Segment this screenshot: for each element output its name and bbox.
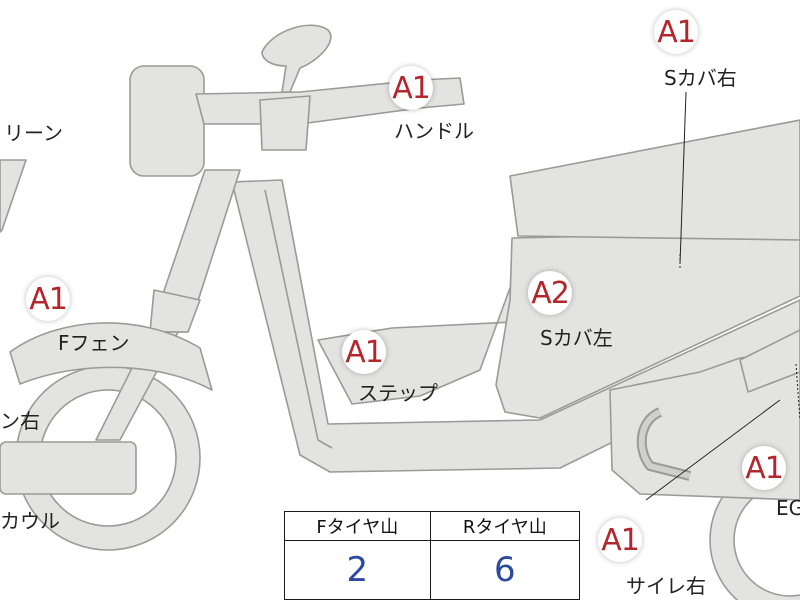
label-side-right: サイレ右 <box>626 574 706 598</box>
front-tire-header: Fタイヤ山 <box>284 511 431 541</box>
label-eg: EG <box>776 496 800 520</box>
grade-badge-eg: A1 <box>742 446 786 490</box>
label-f-fender: Fフェン <box>58 331 130 355</box>
label-cowl: カウル <box>0 509 60 533</box>
grade-badge-s-cover-right: A1 <box>654 10 698 54</box>
grade-badge-f-fender: A1 <box>26 277 70 321</box>
front-fender <box>9 322 213 391</box>
label-step: ステップ <box>358 381 438 405</box>
label-screen: リーン <box>4 121 63 145</box>
rear-tire-header: Rタイヤ山 <box>429 511 581 541</box>
grade-badge-handle: A1 <box>389 66 433 110</box>
grade-badge-s-cover-left: A2 <box>528 271 572 315</box>
grade-badge-side-right: A1 <box>598 518 642 562</box>
s-cover-right-panel <box>509 119 800 241</box>
label-handle: ハンドル <box>394 119 474 143</box>
label-s-cover-left: Sカバ左 <box>540 326 613 350</box>
label-right-cover: ン右 <box>0 409 40 433</box>
tire-tread-table: Fタイヤ山 Rタイヤ山 2 6 <box>284 511 581 600</box>
front-tire-value: 2 <box>284 540 431 600</box>
headlight-cowl <box>129 65 205 177</box>
s-cover-left-panel <box>495 231 800 419</box>
front-cowl-box <box>0 441 137 495</box>
label-s-cover-right: Sカバ右 <box>664 66 737 90</box>
mirror <box>261 24 332 93</box>
rear-tire-value: 6 <box>429 540 581 600</box>
grade-badge-step: A1 <box>342 330 386 374</box>
screen-panel <box>0 159 27 233</box>
